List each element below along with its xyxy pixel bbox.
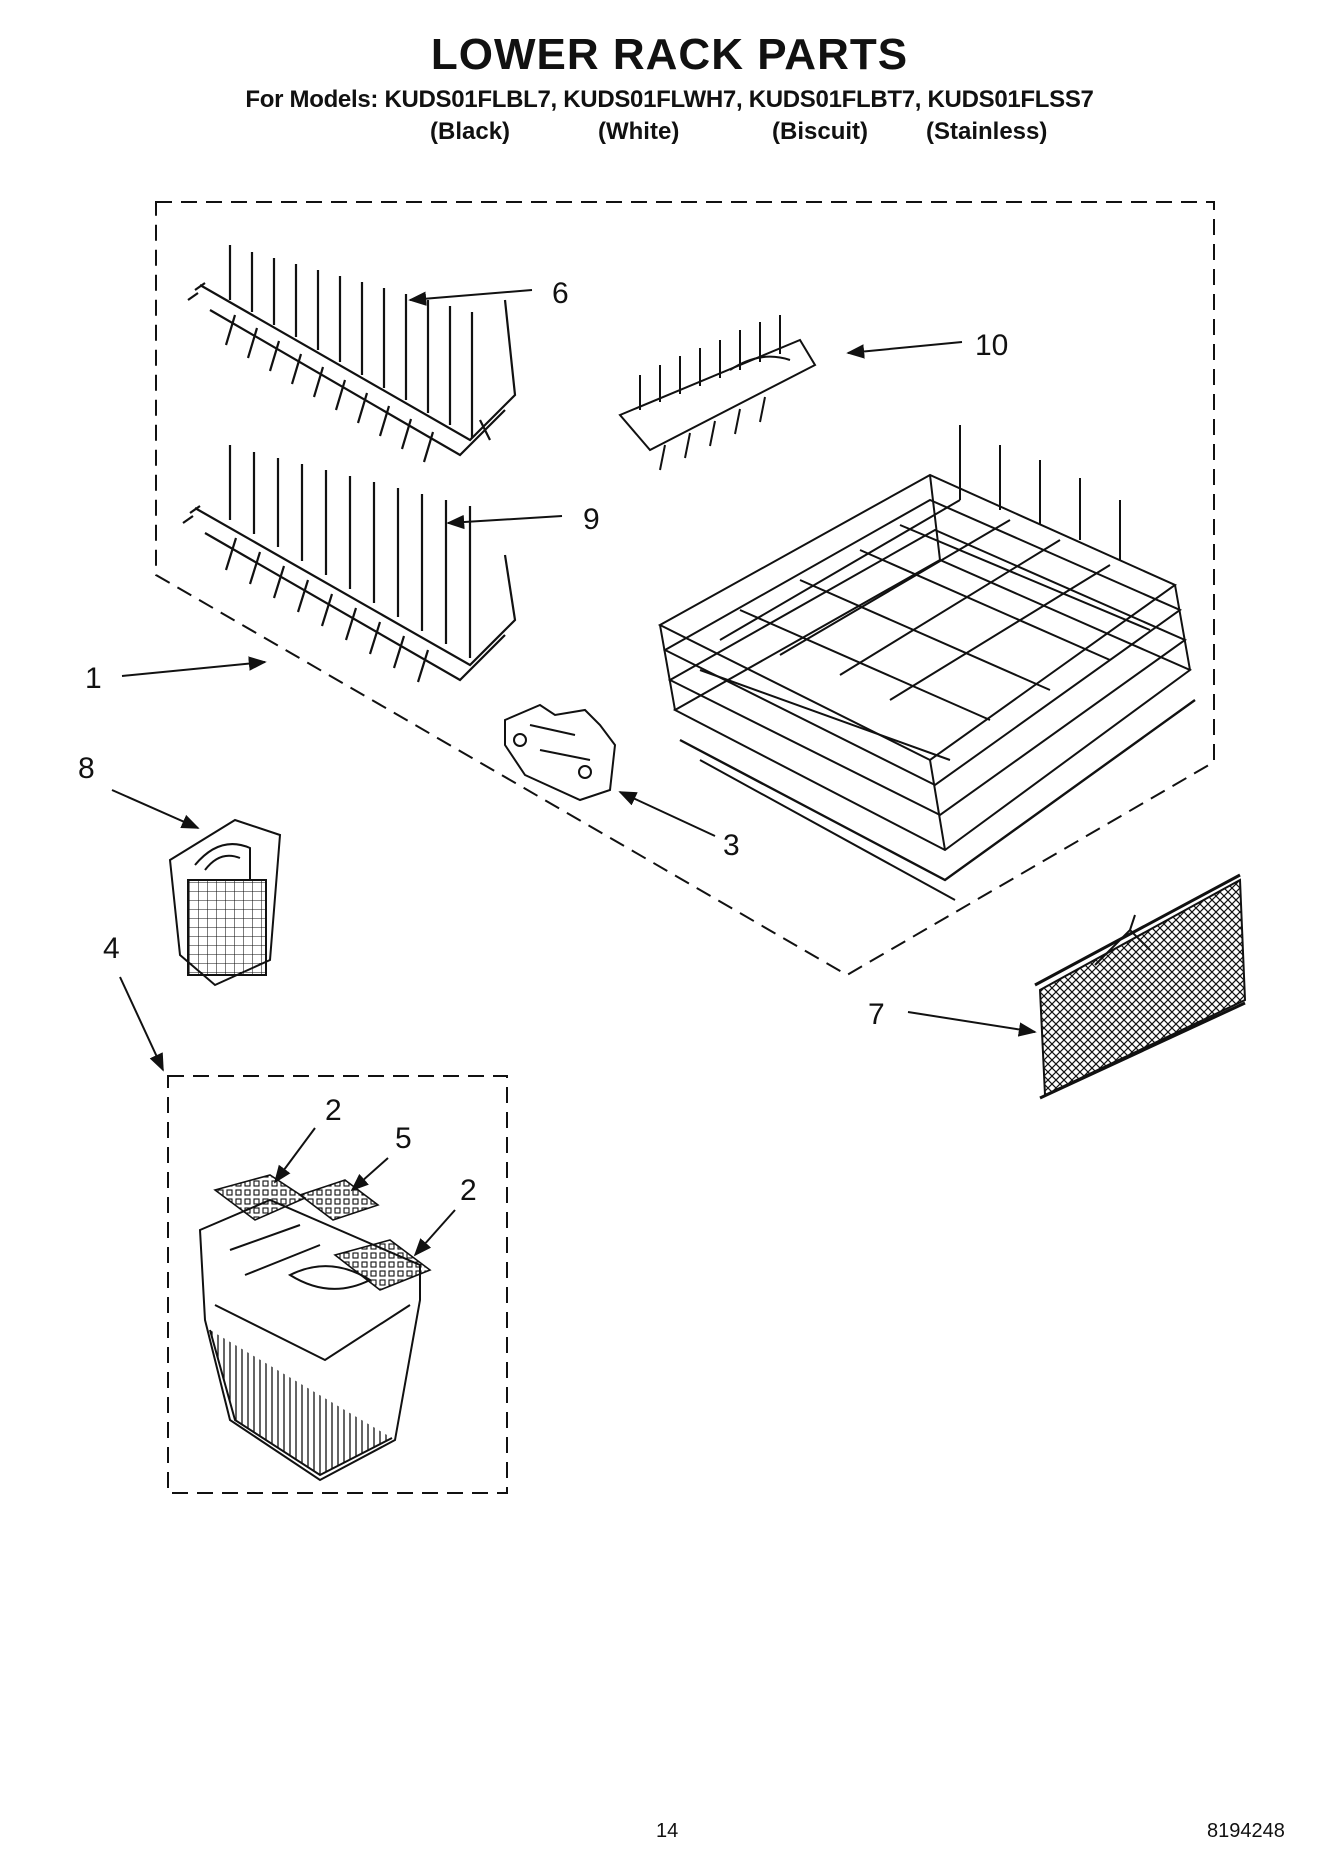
basket-lids-drawing (213, 1174, 432, 1291)
document-number: 8194248 (1207, 1820, 1285, 1842)
callout-2-left: 2 (325, 1094, 342, 1127)
arrow-7 (907, 1011, 1037, 1037)
basket-4-outline (167, 1075, 508, 1494)
wheel-clip-3-drawing (504, 703, 617, 802)
arrow-5 (350, 1157, 389, 1192)
callout-10: 10 (975, 329, 1008, 362)
finish-black: (Black) (430, 118, 511, 145)
callout-3: 3 (723, 829, 740, 862)
callout-1: 1 (85, 662, 102, 695)
silverware-basket-4-drawing (198, 1198, 421, 1482)
arrow-2a (273, 1127, 316, 1184)
rack-assembly-outline (155, 201, 1215, 977)
page-number: 14 (656, 1820, 679, 1842)
lower-rack-basket-drawing (657, 425, 1196, 901)
callout-7: 7 (868, 998, 885, 1031)
arrow-1 (121, 656, 267, 677)
arrow-3 (618, 791, 716, 837)
callout-9: 9 (583, 503, 600, 536)
callout-5: 5 (395, 1122, 412, 1155)
small-basket-8-drawing (168, 818, 282, 987)
shield-7-drawing (1034, 873, 1247, 1100)
arrow-2b (413, 1209, 456, 1257)
callout-6: 6 (552, 277, 569, 310)
arrow-9 (446, 514, 563, 530)
arrow-4 (119, 976, 164, 1072)
arrow-6 (408, 289, 533, 306)
callout-2-right: 2 (460, 1174, 477, 1207)
callout-8: 8 (78, 752, 95, 785)
tine-row-6-drawing (187, 245, 517, 463)
finish-biscuit: (Biscuit) (772, 118, 868, 145)
callout-4: 4 (103, 932, 120, 965)
page-title: LOWER RACK PARTS (430, 30, 909, 79)
finish-white: (White) (598, 118, 680, 145)
tine-clip-10-drawing (618, 315, 817, 471)
tine-row-9-drawing (182, 445, 517, 683)
arrow-10 (846, 341, 963, 359)
leader-arrows (111, 289, 1037, 1257)
finish-stainless: (Stainless) (926, 118, 1048, 145)
arrow-8 (111, 789, 200, 829)
models-line: For Models: KUDS01FLBL7, KUDS01FLWH7, KU… (245, 86, 1094, 113)
